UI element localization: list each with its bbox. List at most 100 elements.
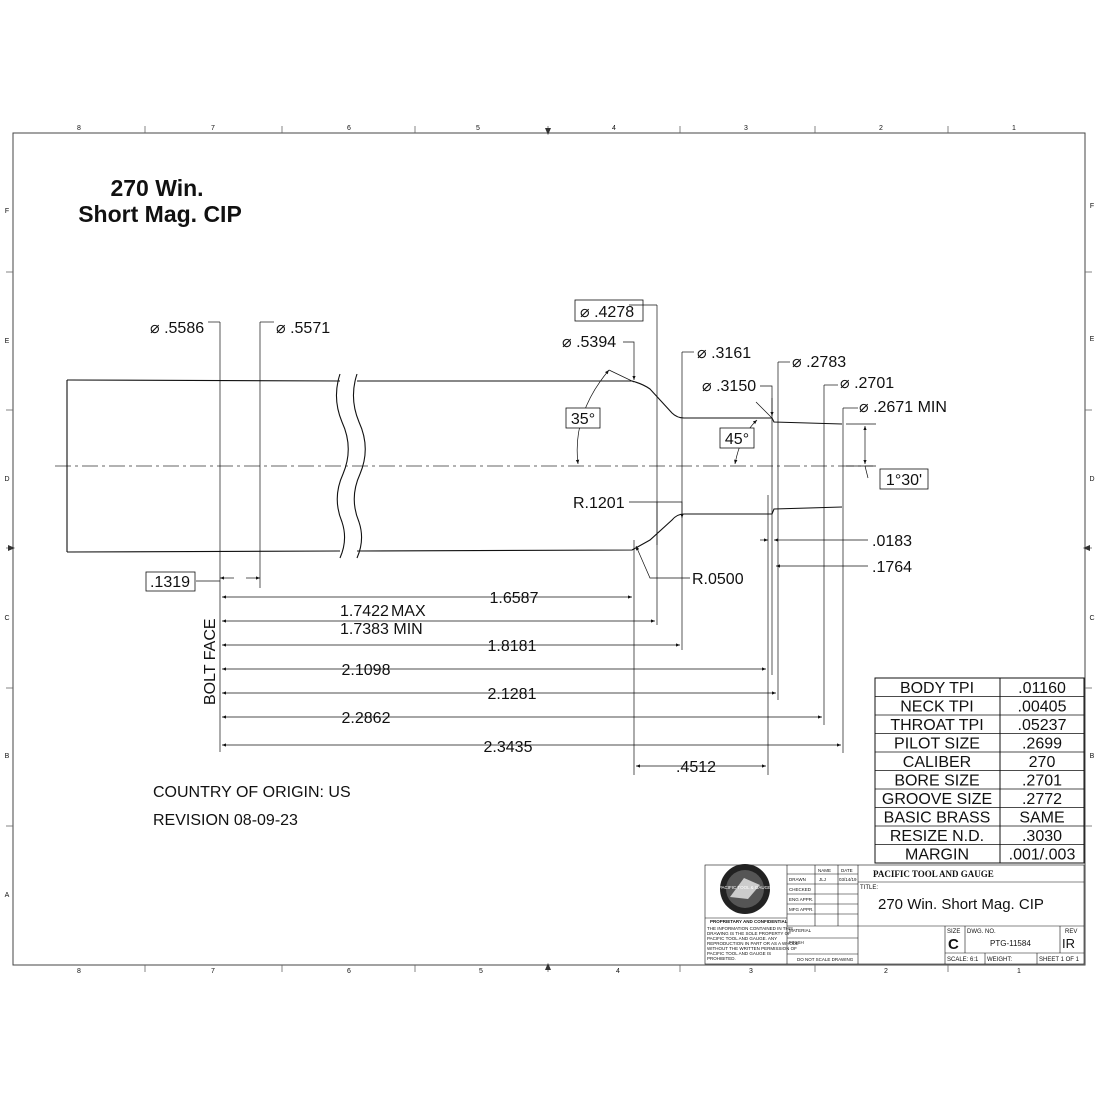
dia-5394-label: ⌀ .5394 xyxy=(562,334,616,351)
zone-top-7: 7 xyxy=(211,125,215,132)
spec-label: RESIZE N.D. xyxy=(890,828,984,845)
zone-left-a: A xyxy=(5,892,10,899)
zone-bottom-5: 5 xyxy=(479,968,483,975)
zone-top-3: 3 xyxy=(744,125,748,132)
spec-label: BASIC BRASS xyxy=(884,810,991,827)
title-block xyxy=(704,864,1085,965)
svg-text:REPRODUCTION IN PART OR AS A W: REPRODUCTION IN PART OR AS A WHOLE xyxy=(707,941,799,946)
dia-3150-label: ⌀ .3150 xyxy=(702,378,756,395)
angle-35-box xyxy=(565,407,601,429)
spec-value: .2701 xyxy=(1022,773,1062,790)
drawing-title-line2: Short Mag. CIP xyxy=(78,201,242,227)
dim-21281-label: 2.1281 xyxy=(488,686,537,703)
radius-0500-label: R.0500 xyxy=(692,571,744,588)
svg-text:DRAWING IS THE SOLE PROPERTY O: DRAWING IS THE SOLE PROPERTY OF xyxy=(707,931,791,936)
company-logo: PACIFIC TOOL & GAUGE xyxy=(719,864,771,914)
svg-text:WITHOUT THE WRITTEN PERMISSION: WITHOUT THE WRITTEN PERMISSION OF xyxy=(707,946,797,951)
country-of-origin: COUNTRY OF ORIGIN: US xyxy=(153,784,351,801)
bolt-face-label: BOLT FACE xyxy=(202,618,219,705)
svg-text:ENG APPR.: ENG APPR. xyxy=(789,897,813,902)
angle-taper-box xyxy=(879,468,929,490)
svg-text:SCALE: 6:1: SCALE: 6:1 xyxy=(947,957,979,963)
spec-label: CALIBER xyxy=(903,754,971,771)
dia-2783-label: ⌀ .2783 xyxy=(792,354,846,371)
revision-code: IR xyxy=(1062,936,1075,951)
dim-17383-label: 1.7383 MIN xyxy=(340,621,423,638)
spec-label: BODY TPI xyxy=(900,680,974,697)
svg-text:PROPRIETARY AND CONFIDENTIAL: PROPRIETARY AND CONFIDENTIAL xyxy=(710,919,788,924)
border-ticks xyxy=(6,126,1092,972)
dia-3161-label: ⌀ .3161 xyxy=(697,345,751,362)
spec-label: NECK TPI xyxy=(900,699,974,716)
spec-label: MARGIN xyxy=(905,847,969,864)
zone-right-c: C xyxy=(1089,615,1094,622)
svg-text:SHEET 1 OF 1: SHEET 1 OF 1 xyxy=(1039,957,1080,963)
drawing-title-line1: 270 Win. xyxy=(110,175,203,201)
dia-4278-box xyxy=(574,299,644,322)
zone-bottom-2: 2 xyxy=(884,968,888,975)
spec-label: BORE SIZE xyxy=(894,773,979,790)
spec-value: .05237 xyxy=(1018,717,1067,734)
angle-45-label: 45° xyxy=(725,431,749,448)
dimension-labels: ⌀ .5586 ⌀ .5571 ⌀ .4278 ⌀ .5394 ⌀ .3161 … xyxy=(145,299,947,776)
zone-labels: 8 7 6 5 4 3 2 1 8 7 6 5 4 3 2 1 F E D C … xyxy=(4,125,1094,975)
svg-text:MATERIAL: MATERIAL xyxy=(789,928,812,933)
title-block-text: NAME DATE DRAWN JLJ 03/14/19 CHECKED ENG… xyxy=(789,868,1080,963)
spec-label: THROAT TPI xyxy=(890,717,983,734)
svg-text:FINISH: FINISH xyxy=(789,940,804,945)
svg-text:JLJ: JLJ xyxy=(819,877,826,882)
svg-text:PACIFIC TOOL AND GAUGE. ANY: PACIFIC TOOL AND GAUGE. ANY xyxy=(707,936,777,941)
extension-lines xyxy=(208,304,876,775)
dia-2701-label: ⌀ .2701 xyxy=(840,375,894,392)
zone-top-4: 4 xyxy=(612,125,616,132)
spec-label: PILOT SIZE xyxy=(894,736,980,753)
dia-4278-label: ⌀ .4278 xyxy=(580,304,634,321)
svg-text:CHECKED: CHECKED xyxy=(789,887,812,892)
zone-right-b: B xyxy=(1090,753,1095,760)
zone-top-5: 5 xyxy=(476,125,480,132)
zone-bottom-8: 8 xyxy=(77,968,81,975)
zone-bottom-4: 4 xyxy=(616,968,620,975)
dimension-lines xyxy=(196,538,868,768)
dim-22862-label: 2.2862 xyxy=(342,710,391,727)
leader-lines xyxy=(575,341,869,579)
spec-value: .00405 xyxy=(1018,699,1067,716)
zone-left-c: C xyxy=(4,615,9,622)
zone-bottom-3: 3 xyxy=(749,968,753,975)
svg-text:THE INFORMATION CONTAINED IN T: THE INFORMATION CONTAINED IN THIS xyxy=(707,926,793,931)
spec-value: 270 xyxy=(1029,754,1056,771)
svg-text:WEIGHT:: WEIGHT: xyxy=(987,957,1012,963)
spec-value: .01160 xyxy=(1018,680,1066,697)
spec-label: GROOVE SIZE xyxy=(882,791,992,808)
angle-taper-label: 1°30' xyxy=(886,472,922,489)
spec-value: .2699 xyxy=(1022,736,1062,753)
dia-5586-label: ⌀ .5586 xyxy=(150,320,204,337)
svg-text:REV: REV xyxy=(1065,929,1077,935)
dim-1764-label: .1764 xyxy=(872,559,912,576)
angle-35-label: 35° xyxy=(571,411,595,428)
dim-21098-label: 2.1098 xyxy=(342,662,391,679)
dim-4512-label: .4512 xyxy=(676,759,716,776)
zone-bottom-7: 7 xyxy=(211,968,215,975)
dim-1319-box xyxy=(145,571,196,592)
svg-text:PROHIBITED.: PROHIBITED. xyxy=(707,956,736,961)
radius-1201-label: R.1201 xyxy=(573,495,625,512)
spec-value: SAME xyxy=(1019,810,1064,827)
svg-text:DATE: DATE xyxy=(841,868,853,873)
dim-18181-label: 1.8181 xyxy=(488,638,537,655)
zone-left-d: D xyxy=(4,476,9,483)
spec-value: .3030 xyxy=(1022,828,1062,845)
dim-1319-label: .1319 xyxy=(150,574,190,591)
svg-text:SIZE: SIZE xyxy=(947,929,960,935)
sheet-size: C xyxy=(948,936,959,953)
svg-text:PACIFIC TOOL AND GAUGE IS: PACIFIC TOOL AND GAUGE IS xyxy=(707,951,771,956)
svg-text:NAME: NAME xyxy=(818,868,831,873)
svg-text:DRAWN: DRAWN xyxy=(789,877,806,882)
zone-right-d: D xyxy=(1089,476,1094,483)
svg-text:MFG APPR.: MFG APPR. xyxy=(789,907,814,912)
zone-bottom-6: 6 xyxy=(347,968,351,975)
dim-23435-label: 2.3435 xyxy=(484,739,533,756)
svg-text:DWG. NO.: DWG. NO. xyxy=(967,929,996,935)
